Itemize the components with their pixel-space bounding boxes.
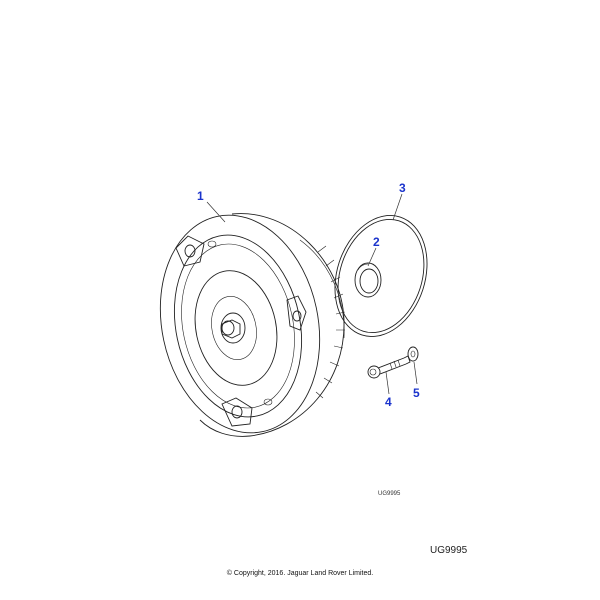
callout-5: 5 [413,386,420,400]
mounting-lug [175,235,205,267]
seal-drawing [354,262,382,298]
drawing-ref-small: UG9995 [378,491,401,497]
copyright-notice: © Copyright, 2016. Jaguar Land Rover Lim… [226,570,374,577]
mounting-lug [221,397,253,427]
mounting-lug [286,295,307,331]
callout-3: 3 [399,181,406,195]
callout-2: 2 [373,235,380,249]
callout-1: 1 [197,189,204,203]
washer-drawing [407,346,419,362]
leader-line-4 [385,371,390,395]
leader-line-1 [206,201,226,223]
o-ring-drawing [334,215,428,337]
leader-line-3 [392,193,403,221]
drawing-reference: UG9995 [430,545,468,556]
torque-converter-drawing [159,213,346,437]
leader-line-2 [367,247,377,267]
callout-4: 4 [385,395,392,409]
bolt-drawing [367,355,411,379]
leader-line-5 [413,361,418,385]
